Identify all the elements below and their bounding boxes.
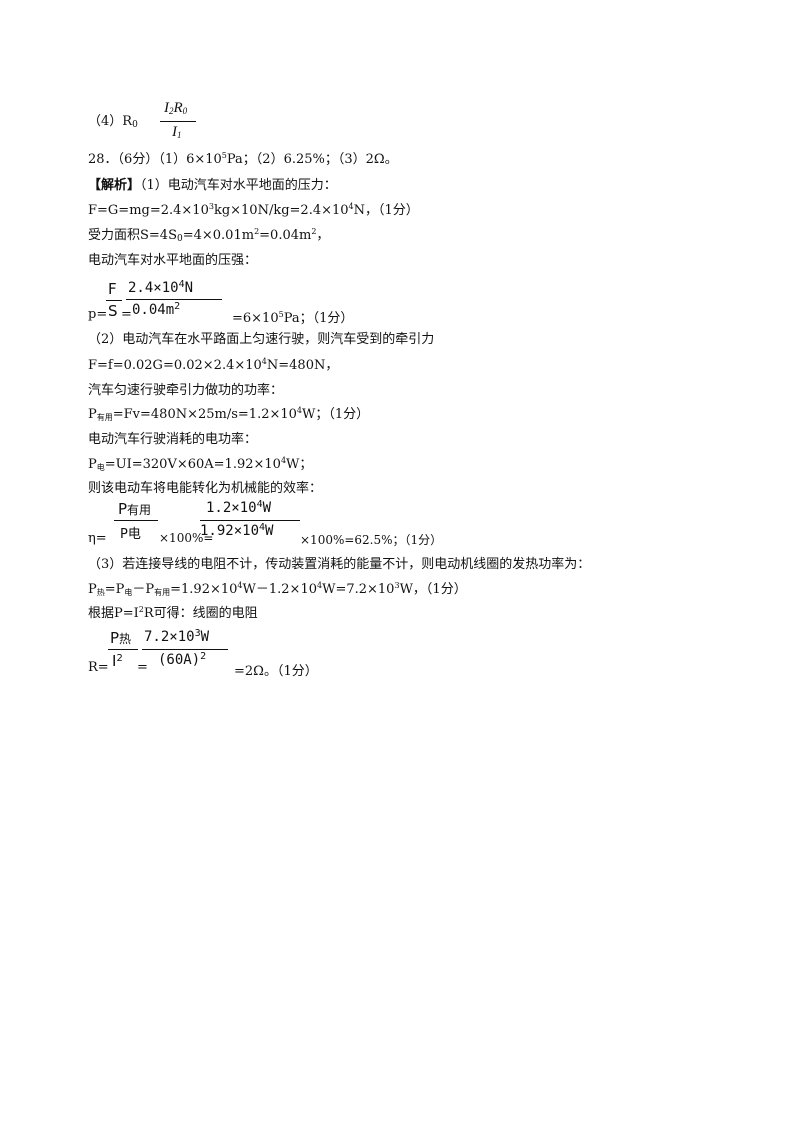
analysis-line-7: 汽车匀速行驶牵引力做功的功率：	[88, 383, 284, 398]
efficiency-result: ×100%=62.5%；（1分）	[300, 533, 443, 547]
pressure-frac2-num: 2.4×104N	[128, 279, 194, 297]
pressure-equals: =	[121, 307, 132, 322]
resistance-prefix: R=	[88, 660, 109, 675]
analysis-line-9: 电动汽车行驶消耗的电功率：	[88, 432, 258, 447]
resistance-frac2-bar	[142, 649, 228, 650]
pressure-prefix: p=	[88, 307, 108, 322]
efficiency-frac2-num: 1.2×104W	[206, 499, 272, 517]
analysis-line-3: 受力面积S=4S0=4×0.01m2=0.04m2，	[88, 227, 330, 244]
analysis-line-4: 电动汽车对水平地面的压强：	[88, 253, 258, 268]
analysis-line-11: 则该电动车将电能转化为机械能的效率：	[88, 481, 323, 496]
pressure-result: =6×105Pa；（1分）	[232, 310, 354, 327]
analysis-line-1: 【解析】（1）电动汽车对水平地面的压力：	[88, 178, 337, 193]
efficiency-frac2-den: 1.92×104W	[200, 522, 274, 540]
resistance-equals: =	[137, 660, 148, 675]
analysis-line-13: P热=P电－P有用=1.92×104W－1.2×104W=7.2×103W，（1…	[88, 581, 467, 598]
q4-fraction-denominator: I1	[172, 124, 182, 140]
efficiency-frac1-bar	[114, 520, 158, 521]
pressure-frac1-num: F	[108, 280, 117, 298]
analysis-line-6: F=f=0.02G=0.02×2.4×104N=480N，	[88, 357, 339, 374]
resistance-frac2-den: (60A)2	[158, 651, 207, 669]
resistance-result: =2Ω。（1分）	[234, 664, 318, 679]
analysis-line-14: 根据P=I2R可得：线圈的电阻	[88, 605, 258, 622]
q4-fraction-bar	[160, 121, 196, 122]
analysis-line-10: P电=UI=320V×60A=1.92×104W；	[88, 456, 313, 473]
pressure-frac1-den: S	[108, 302, 118, 320]
q4-answer: （4）R0	[88, 114, 138, 130]
efficiency-prefix: η=	[88, 531, 107, 546]
resistance-frac1-bar	[108, 649, 138, 650]
resistance-frac1-num: P热	[110, 629, 132, 647]
q4-fraction-numerator: I2R0	[164, 100, 188, 116]
efficiency-frac1-num: P有用	[118, 500, 152, 518]
efficiency-mid: ×100%=	[159, 531, 214, 545]
q28-summary: 28．（6分）（1）6×105Pa；（2）6.25%；（3）2Ω。	[88, 151, 398, 168]
efficiency-frac2-bar	[200, 520, 300, 521]
resistance-frac1-den: I2	[112, 652, 123, 670]
analysis-line-8: P有用=Fv=480N×25m/s=1.2×104W；（1分）	[88, 406, 370, 423]
pressure-frac2-bar	[126, 299, 222, 300]
efficiency-frac1-den: P电	[120, 527, 141, 542]
pressure-frac2-den: 0.04m2	[132, 301, 181, 319]
analysis-line-12: （3）若连接导线的电阻不计，传动装置消耗的能量不计，则电动机线圈的发热功率为：	[88, 557, 591, 572]
analysis-line-2: F=G=mg=2.4×103kg×10N/kg=2.4×104N，（1分）	[88, 202, 419, 219]
analysis-line-5: （2）电动汽车在水平路面上匀速行驶，则汽车受到的牵引力	[88, 332, 435, 347]
analysis-label: 【解析】	[88, 178, 141, 193]
resistance-frac2-num: 7.2×103W	[144, 628, 210, 646]
pressure-frac1-bar	[106, 300, 122, 301]
